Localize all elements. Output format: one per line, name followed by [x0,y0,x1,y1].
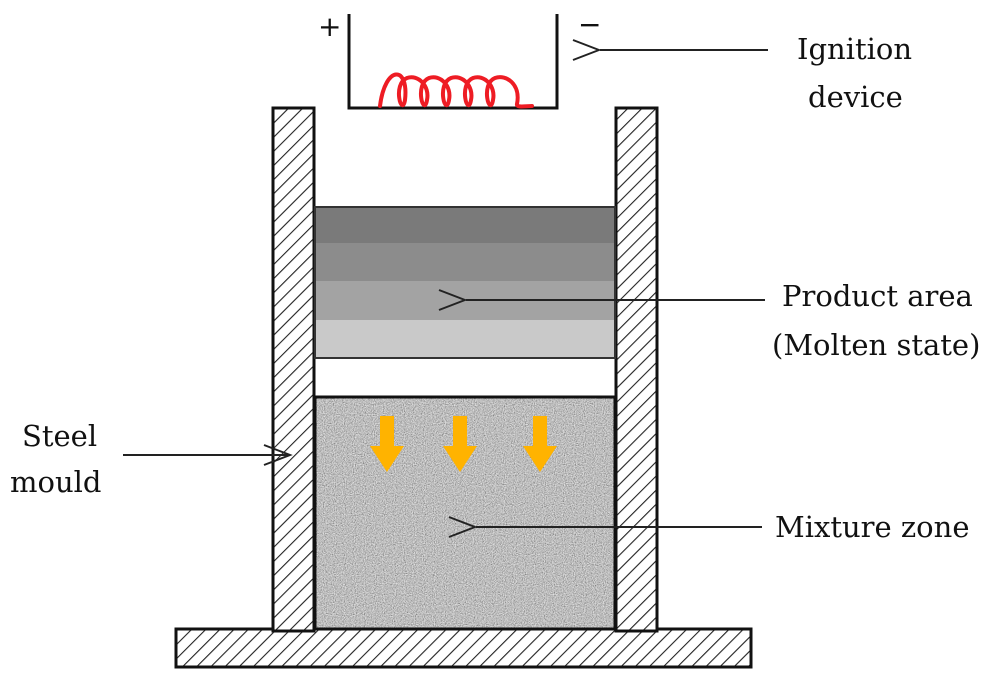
combustion-direction-arrows [370,416,557,472]
product-band [315,320,615,358]
mould-pointer-arrowhead [263,444,293,466]
mould-base [174,627,753,669]
ignition-device: + − [318,8,601,110]
product-label-line1: Product area [782,279,973,313]
down-arrow-icon [370,416,404,472]
ignition-circuit-wire [347,14,559,110]
product-area-outline [314,206,616,359]
ignition-label-line1: Ignition [797,32,912,66]
mould-left-wall [271,106,316,633]
mould-right-wall [614,106,659,633]
product-band [315,243,615,281]
negative-terminal-sign: − [578,8,601,41]
mould-label-line2: mould [10,465,101,499]
heating-coil-icon [378,72,534,109]
down-arrow-icon [443,416,477,472]
product-label-line2: (Molten state) [772,328,980,362]
mixture-label: Mixture zone [775,510,969,544]
product-band [315,207,615,243]
down-arrow-icon [523,416,557,472]
positive-terminal-sign: + [318,10,341,43]
mould-label-line1: Steel [22,419,97,453]
product-area [314,206,616,359]
ignition-label-line2: device [808,80,903,114]
